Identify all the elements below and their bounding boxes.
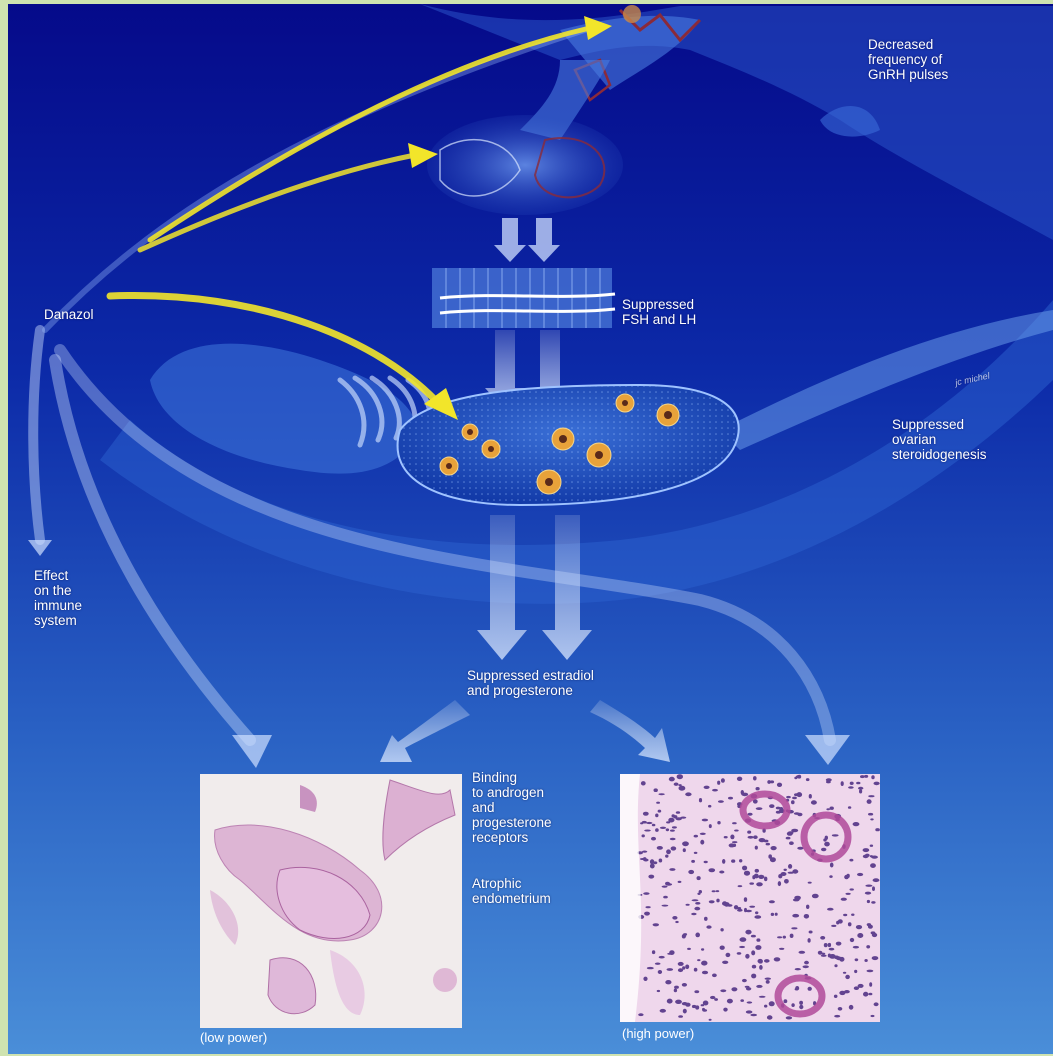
receptor-binding-label: Binding to androgen and progesterone rec… [472,770,552,845]
estradiol-progesterone-label: Suppressed estradiol and progesterone [467,668,594,698]
low-power-histology-image [200,774,462,1028]
immune-system-label: Effect on the immune system [34,568,82,628]
high-power-caption: (high power) [622,1026,694,1041]
fsh-lh-label: Suppressed FSH and LH [622,297,696,327]
gnrh-label: Decreased frequency of GnRH pulses [868,37,948,82]
ovarian-steroidogenesis-label: Suppressed ovarian steroidogenesis [892,417,987,462]
danazol-label: Danazol [44,307,94,322]
atrophic-endometrium-label: Atrophic endometrium [472,876,551,906]
fsh-lh-strip [432,268,615,328]
high-power-histology-image [620,774,880,1022]
low-power-caption: (low power) [200,1030,267,1045]
